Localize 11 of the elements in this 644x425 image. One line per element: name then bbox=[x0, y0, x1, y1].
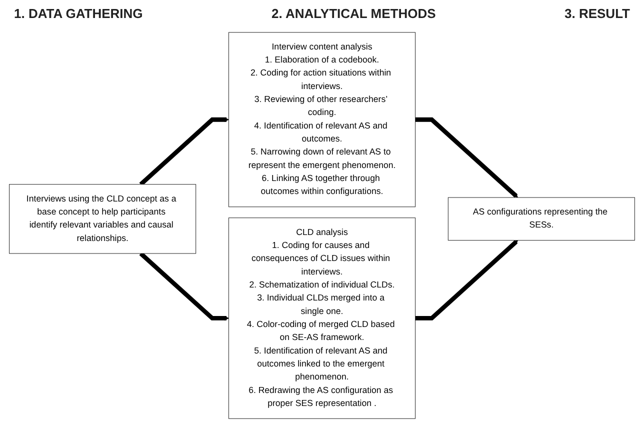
arrow bbox=[139, 117, 229, 186]
column-heading: 1. DATA GATHERING bbox=[14, 6, 143, 23]
column-heading: 3. RESULT bbox=[564, 6, 630, 23]
node-box: CLD analysis 1. Coding for causes and consequences of CLD issues within interviews. 2. Schematization of individual CLDs. 3. Individual CLDs merged into a single one. 4. Color-coding of merged CLD based on SE-AS framework. 5. Identification of relevant AS and outcomes linked to the emergent phenomenon. 6. Redrawing the AS configuration as proper SES representation . bbox=[228, 218, 416, 419]
arrow bbox=[415, 240, 518, 320]
column-heading: 2. ANALYTICAL METHODS bbox=[272, 6, 436, 23]
arrow bbox=[415, 117, 518, 198]
node-box: Interview content analysis 1. Elaboration of a codebook. 2. Coding for action situations within interviews. 3. Reviewing of other researchers’ coding. 4. Identification of relevant AS and outcomes. 5. Narrowing down of relevant AS to represent the emergent phenomenon. 6. Linking AS together through outcomes within configurations. bbox=[228, 32, 416, 208]
node-box: Interviews using the CLD concept as a base concept to help participants identify relevant variables and causal relationships. bbox=[9, 184, 196, 254]
node-box: AS configurations representing the SESs. bbox=[448, 197, 635, 241]
arrow bbox=[139, 252, 229, 321]
